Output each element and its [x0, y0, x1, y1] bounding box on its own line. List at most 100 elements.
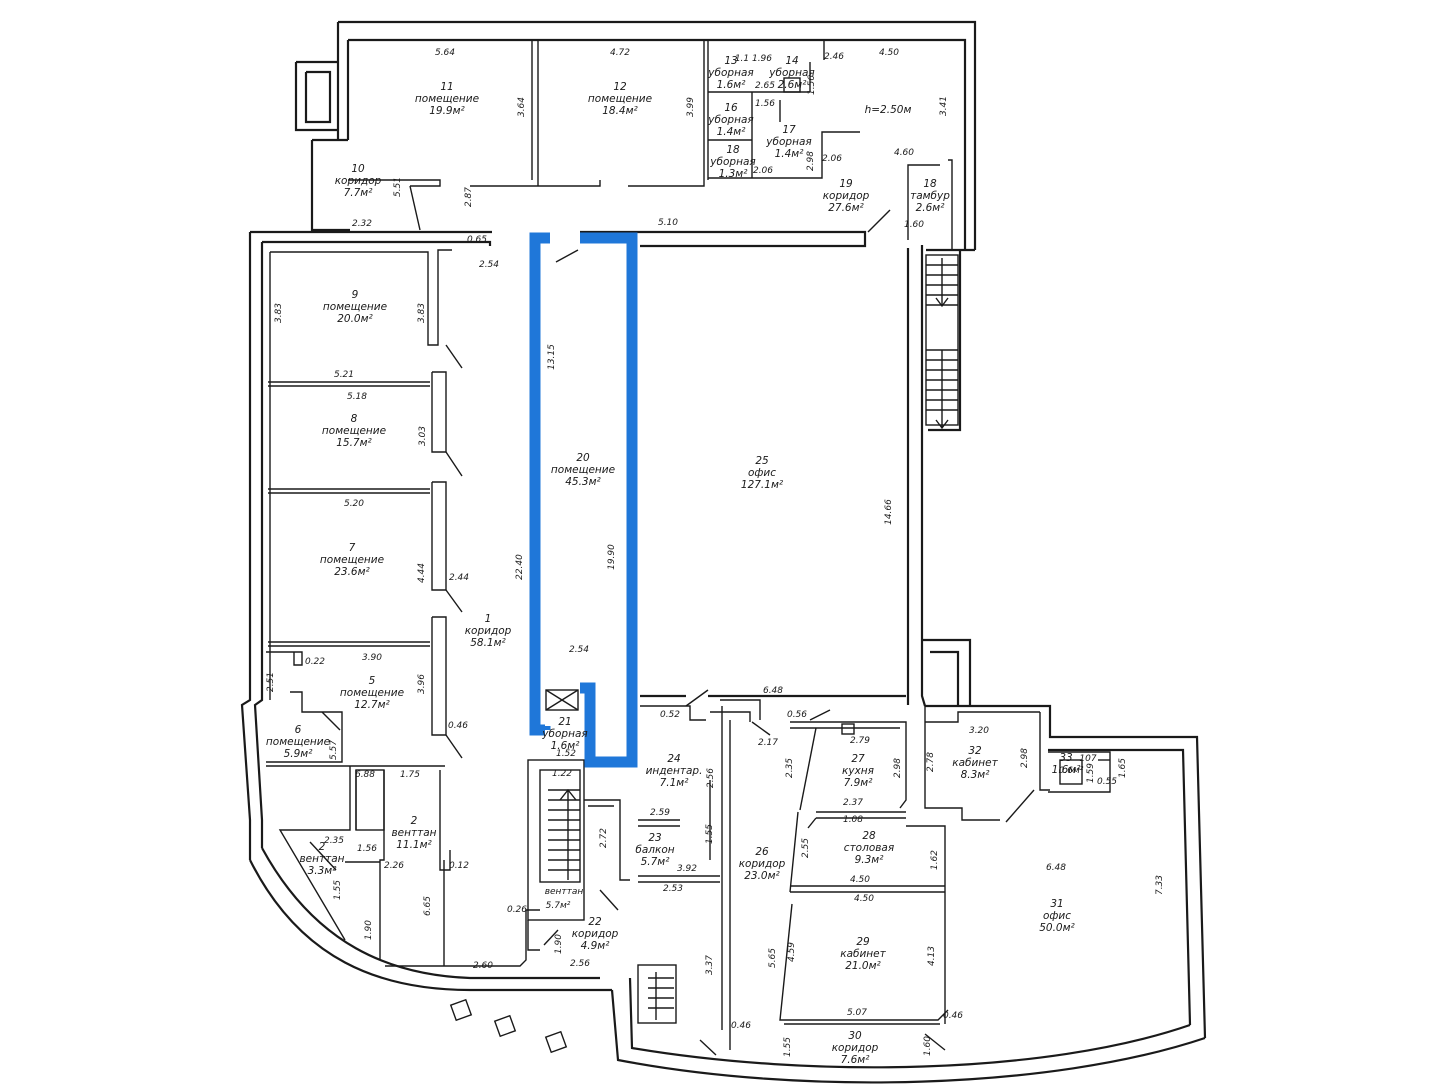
dimension-label: 0.46 [448, 721, 468, 731]
outdoor-pillars [449, 998, 568, 1054]
dimension-label: 4.72 [610, 48, 630, 58]
dimension-label: 1.56 [357, 844, 377, 854]
interior-walls [266, 40, 1111, 1056]
dimension-label: 5.10 [658, 218, 678, 228]
dimension-label: 3.92 [677, 864, 697, 874]
room-2c-area: 5.7м² [546, 901, 571, 911]
dimension-label: 0.56 [787, 710, 807, 720]
room-33-secondary-number: 107 [1079, 754, 1096, 764]
dimension-label: 0.55 [1097, 777, 1117, 787]
dimension-label: 1.52 [556, 749, 576, 759]
dimension-label: 1.96 [752, 54, 772, 64]
dimension-label: 1.55 [333, 880, 343, 900]
dimension-label: 1.90 [554, 934, 564, 954]
dimension-label: 0.65 [467, 235, 487, 245]
dimension-label: 0.12 [449, 861, 469, 871]
dimension-label: 2.26 [384, 861, 404, 871]
room-2c-number: венттан [545, 887, 584, 897]
dimension-label: 2.54 [479, 260, 499, 270]
dimension-label: 2.56 [570, 959, 590, 969]
dimension-label: 1.08 [843, 815, 863, 825]
highlighted-room-20[interactable] [529, 232, 638, 768]
dimension-label: 7.33 [1155, 875, 1165, 895]
dimension-label: 2.46 [824, 52, 844, 62]
dimension-label: 0.22 [305, 657, 325, 667]
dimension-label: 2.56 [706, 768, 716, 788]
dimension-label: 5.21 [334, 370, 354, 380]
dimension-label: 1.65 [1118, 758, 1128, 778]
dimension-label: 2.79 [850, 736, 870, 746]
dimension-label: 2.06 [753, 166, 773, 176]
dimension-label: 2.53 [663, 884, 683, 894]
dimension-label: 4.50 [850, 875, 870, 885]
dimension-label: 1.55 [705, 824, 715, 844]
dimension-label: 2.65 [755, 81, 775, 91]
ceiling-height-label: h=2.50м [865, 104, 912, 116]
dimension-label: 2.55 [801, 838, 811, 858]
dimension-label: 3.96 [417, 674, 427, 694]
dimension-label: 1.22 [552, 769, 572, 779]
dimension-label: 0.46 [943, 1011, 963, 1021]
dimension-label: 1.56 [755, 99, 775, 109]
dimension-label: 2.35 [785, 758, 795, 778]
dimension-label: 2.44 [449, 573, 469, 583]
dimension-label: 19.90 [607, 544, 617, 570]
dimension-label: 2.87 [464, 187, 474, 207]
dimension-label: 5.18 [347, 392, 367, 402]
dimension-label: 5.65 [768, 948, 778, 968]
dimension-label: 6.65 [423, 896, 433, 916]
dimension-label: 4.50 [854, 894, 874, 904]
dimension-label: 2.72 [599, 828, 609, 848]
dimension-label: 5.07 [847, 1008, 867, 1018]
dimension-label: 1.56 [807, 75, 817, 95]
dimension-label: 0.46 [731, 1021, 751, 1031]
dimension-label: 6.48 [1046, 863, 1066, 873]
dimension-label: 5.20 [344, 499, 364, 509]
dimension-label: 6.88 [355, 770, 375, 780]
dimension-label: 1.59 [1086, 763, 1096, 783]
dimension-label: 3.03 [418, 426, 428, 446]
dimension-label: 3.99 [686, 97, 696, 117]
dimension-label: 2.98 [1020, 748, 1030, 768]
dimension-label: 2.17 [758, 738, 778, 748]
dimension-label: 2.51 [266, 672, 276, 692]
dimension-label: 1.75 [400, 770, 420, 780]
dimension-label: 13.15 [547, 344, 557, 370]
dimension-label: 5.57 [329, 740, 339, 760]
dimension-label: 3.90 [362, 653, 382, 663]
dimension-label: 4.59 [787, 942, 797, 962]
dimension-label: 1.60 [904, 220, 924, 230]
dimension-label: 5.51 [393, 177, 403, 197]
stair-24 [648, 977, 674, 1009]
dimension-label: 2.98 [893, 758, 903, 778]
dimension-label: 2.37 [843, 798, 863, 808]
dimension-label: 2.59 [650, 808, 670, 818]
dimension-label: 1.60 [923, 1036, 933, 1056]
